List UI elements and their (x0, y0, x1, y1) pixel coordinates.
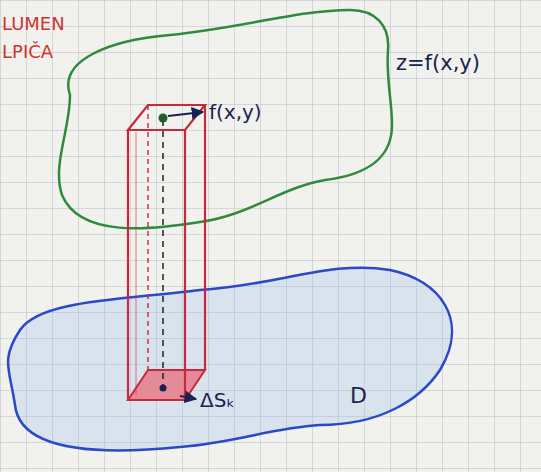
area-label: ΔSₖ (200, 389, 235, 411)
surface-outline (59, 10, 392, 228)
region-label: D (350, 384, 367, 408)
title-fragment: LPIČA (2, 42, 53, 62)
leader-arrow (168, 112, 203, 116)
column-prism (128, 105, 205, 400)
base-point (160, 385, 167, 392)
function-label: f(x,y) (209, 101, 262, 123)
height-line (162, 120, 164, 388)
title-fragment: LUMEN (2, 14, 65, 34)
surface-equation: z=f(x,y) (396, 52, 480, 75)
leader-arrow (180, 396, 196, 399)
base-cell (128, 370, 205, 400)
surface-point (159, 114, 168, 123)
region-outline (8, 268, 452, 451)
